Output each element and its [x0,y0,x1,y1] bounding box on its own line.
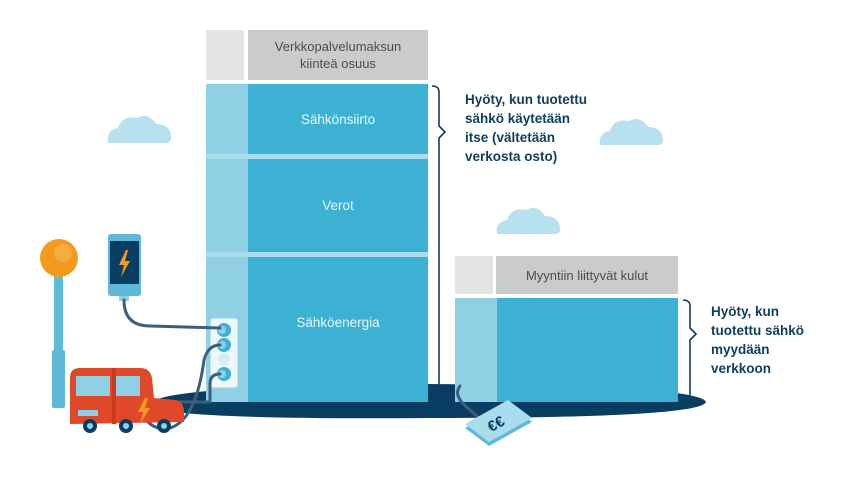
segment-label: Sähköenergia [296,315,380,330]
segment-transmission: Sähkönsiirto [248,84,428,154]
annotation-sell-to-grid: Hyöty, kun tuotettu sähkö myydään verkko… [711,304,804,376]
left-header-fixed-network-fee: Verkkopalvelumaksun kiinteä osuus [248,30,428,80]
cloud-icon [107,116,172,143]
left-column-side [206,84,248,402]
left-header-label: Verkkopalvelumaksun kiinteä osuus [274,39,402,71]
segment-label: Sähkönsiirto [300,111,376,127]
segment-taxes: Verot [248,159,428,252]
right-header-side [455,256,493,294]
left-header-side [206,30,244,80]
segment-energy: Sähköenergia [248,257,428,402]
cloud-icon [496,208,561,234]
street-lamp-icon [40,239,78,408]
lightning-icon [119,250,130,277]
right-column-main [497,298,678,402]
phone-charging-icon [108,234,141,301]
separator [206,154,428,159]
annotation-self-use: Hyöty, kun tuotettu sähkö käytetään itse… [465,92,587,164]
right-header-label: Myyntiin liittyvät kulut [525,267,649,283]
segment-label: Verot [322,198,354,213]
cloud-icon [599,119,664,145]
right-header-sales-costs: Myyntiin liittyvät kulut [496,256,678,294]
right-column-side [455,298,497,402]
separator [206,252,428,257]
